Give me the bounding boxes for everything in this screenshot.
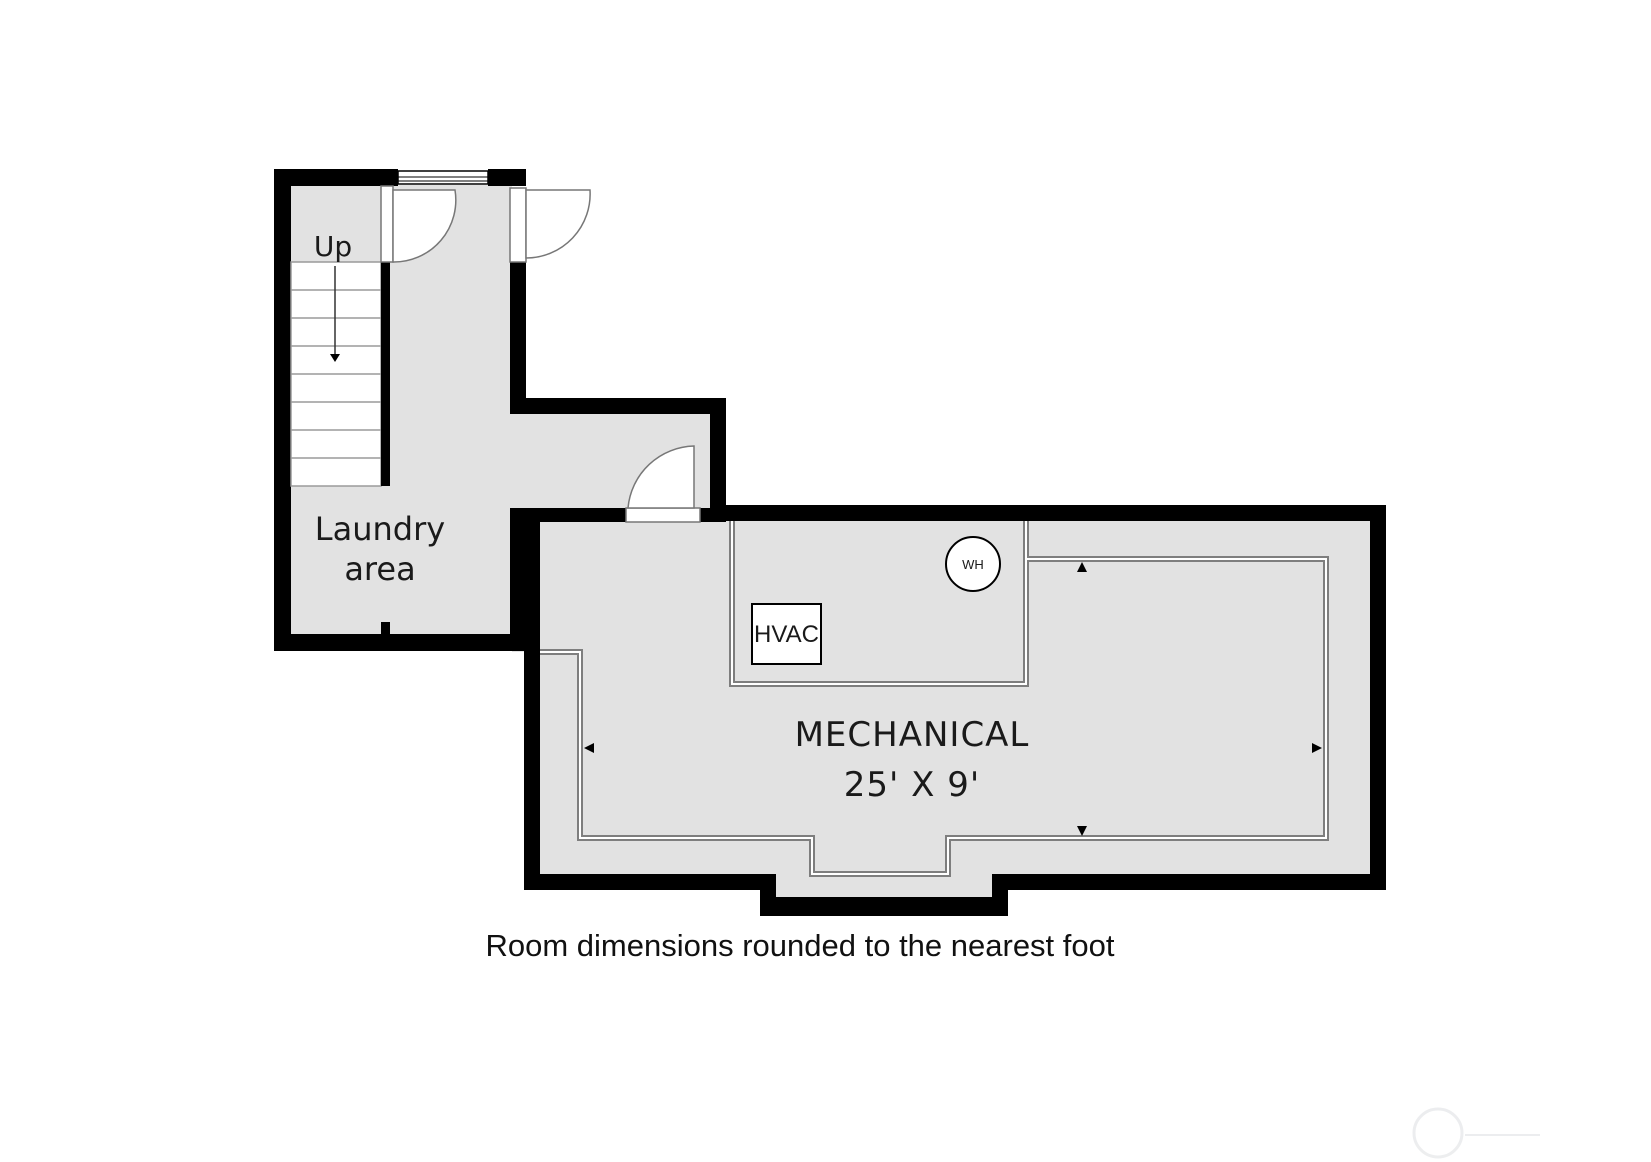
arrow-down-icon [330, 354, 340, 362]
arrow-up-icon [1077, 562, 1087, 572]
laundry-label-line1: Laundry [315, 510, 445, 548]
wall-partition-vertical [510, 508, 526, 650]
wall-mech-bottom-left [524, 874, 776, 890]
wall-left [274, 169, 291, 650]
arrow-left-icon [584, 743, 594, 753]
wall-corridor-top [510, 398, 726, 414]
wall-mech-right [1370, 505, 1386, 890]
wall-bump-bottom [760, 897, 1008, 916]
wall-mech-top [710, 505, 1386, 521]
laundry-label-line2: area [344, 550, 415, 588]
watermark-logo [1412, 1107, 1540, 1159]
water-heater: WH [945, 536, 1001, 592]
door-exterior[interactable] [509, 187, 591, 263]
dimension-arrows [584, 562, 1322, 836]
water-heater-label: WH [962, 557, 984, 572]
wall-mech-bottom-right [992, 874, 1386, 890]
arrow-down-icon [1077, 826, 1087, 836]
stairs-up-label: Up [314, 230, 352, 263]
mechanical-dimensions: 25' X 9' [844, 765, 981, 805]
stair-rail [381, 262, 390, 486]
arrow-right-icon [1312, 743, 1322, 753]
wall-mech-left [524, 508, 540, 890]
hvac-unit: HVAC [751, 603, 822, 665]
hvac-label: HVAC [754, 621, 819, 648]
wall-right-upper [510, 262, 526, 414]
mechanical-label: MECHANICAL [795, 715, 1030, 755]
door-corridor[interactable] [625, 445, 701, 523]
staircase [290, 261, 390, 487]
wall-bottom-laundry [274, 634, 530, 651]
wall-stub [381, 622, 390, 636]
bumpout-floor [775, 876, 995, 898]
wall-top-right [488, 169, 526, 186]
wall-top-left [274, 169, 398, 186]
wall-corridor-right [710, 398, 726, 520]
footnote: Room dimensions rounded to the nearest f… [486, 928, 1115, 963]
floor-fill [290, 185, 1386, 898]
exterior-walls [274, 169, 1386, 916]
door-laundry-top[interactable] [380, 185, 457, 263]
window [397, 170, 489, 185]
inner-walls-light [540, 521, 1327, 875]
